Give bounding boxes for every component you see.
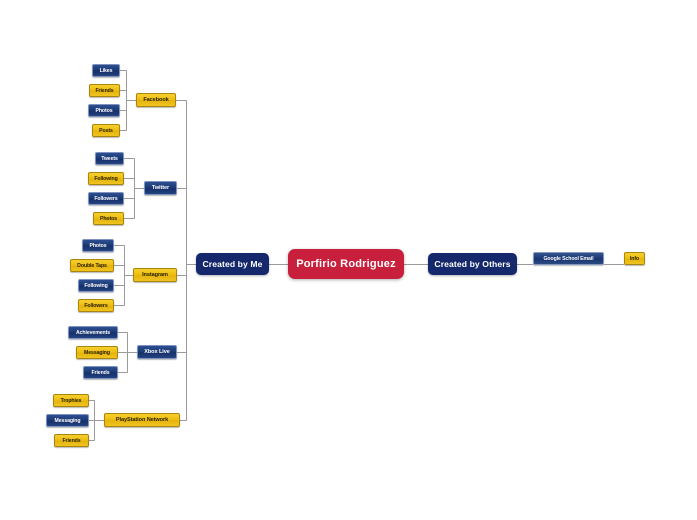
leaf-node-twitter-followers[interactable]: Followers <box>88 192 124 205</box>
branch-node-playstation-network[interactable]: PlayStation Network <box>104 413 180 427</box>
branch-node-facebook[interactable]: Facebook <box>136 93 176 107</box>
level1-node-created-by-others[interactable]: Created by Others <box>428 253 517 275</box>
leaf-node-xbox-messaging[interactable]: Messaging <box>76 346 118 359</box>
leaf-node-instagram-double-taps[interactable]: Double Taps <box>70 259 114 272</box>
branch-node-xbox-live[interactable]: Xbox Live <box>137 345 177 359</box>
leaf-node-facebook-likes[interactable]: Likes <box>92 64 120 77</box>
leaf-node-instagram-photos[interactable]: Photos <box>82 239 114 252</box>
leaf-node-xbox-friends[interactable]: Friends <box>83 366 118 379</box>
leaf-node-info[interactable]: Info <box>624 252 645 265</box>
leaf-node-facebook-friends[interactable]: Friends <box>89 84 120 97</box>
leaf-node-twitter-photos[interactable]: Photos <box>93 212 124 225</box>
root-node-porfirio-rodriguez[interactable]: Porfirio Rodriguez <box>288 249 404 279</box>
leaf-node-psn-trophies[interactable]: Trophies <box>53 394 89 407</box>
leaf-node-psn-messaging[interactable]: Messaging <box>46 414 89 427</box>
leaf-node-instagram-followers[interactable]: Followers <box>78 299 114 312</box>
branch-node-instagram[interactable]: Instagram <box>133 268 177 282</box>
branch-node-twitter[interactable]: Twitter <box>144 181 177 195</box>
level1-node-created-by-me[interactable]: Created by Me <box>196 253 269 275</box>
leaf-node-instagram-following[interactable]: Following <box>78 279 114 292</box>
leaf-node-twitter-following[interactable]: Following <box>88 172 124 185</box>
leaf-node-xbox-achievements[interactable]: Achievements <box>68 326 118 339</box>
leaf-node-facebook-photos[interactable]: Photos <box>88 104 120 117</box>
leaf-node-twitter-tweets[interactable]: Tweets <box>95 152 124 165</box>
branch-node-google-school-email[interactable]: Google School Email <box>533 252 604 265</box>
leaf-node-facebook-posts[interactable]: Posts <box>92 124 120 137</box>
leaf-node-psn-friends[interactable]: Friends <box>54 434 89 447</box>
